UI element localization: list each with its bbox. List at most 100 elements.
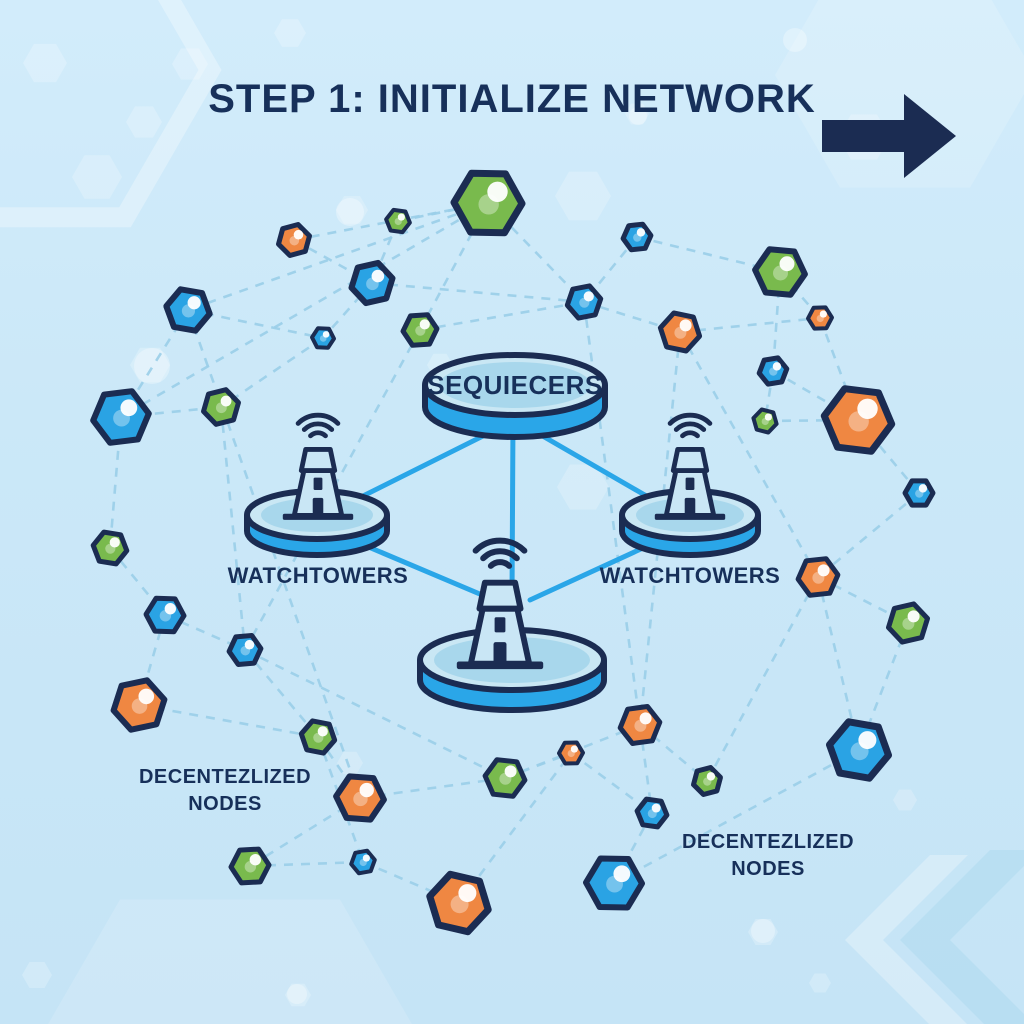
- tower-head: [298, 447, 338, 474]
- signal-arc: [295, 412, 341, 426]
- signal-arc: [667, 412, 713, 426]
- hexagon-node-icon: [826, 718, 892, 782]
- node-highlight-soft: [215, 402, 227, 414]
- solid-link: [349, 537, 497, 603]
- node-highlight: [362, 854, 370, 862]
- node-highlight: [293, 229, 304, 240]
- background-dot: [134, 348, 170, 384]
- node-highlight-soft: [902, 617, 915, 630]
- hexagon-node-icon: [349, 848, 377, 876]
- hexagon-node-icon: [820, 385, 896, 455]
- tower-door: [493, 642, 507, 664]
- platform-top-inner: [439, 362, 591, 408]
- background-hexagon: [48, 899, 412, 1024]
- background-chevron: [845, 855, 968, 1024]
- hexagon-node-icon: [564, 283, 604, 321]
- lighthouse-with-signal-icon: [456, 537, 544, 670]
- background-dot: [287, 984, 307, 1004]
- node-highlight-soft: [567, 749, 575, 758]
- dashed-link: [678, 331, 820, 578]
- node-highlight-soft: [647, 809, 657, 819]
- hexagon-node-icon: [348, 259, 396, 307]
- node-highlight-soft: [415, 325, 426, 336]
- hexagon-node-icon: [400, 312, 440, 348]
- dashed-link: [612, 812, 654, 884]
- background-hexagon: [337, 751, 363, 775]
- node-highlight-soft: [848, 411, 869, 432]
- dashed-link: [244, 649, 319, 738]
- hexagon-node-icon: [276, 222, 312, 258]
- dashed-link: [679, 316, 821, 334]
- node-highlight: [138, 688, 155, 705]
- node-highlight-soft: [240, 645, 251, 656]
- dashed-link: [817, 492, 920, 578]
- dashed-link: [705, 576, 820, 782]
- dashed-link: [220, 336, 324, 409]
- hexagon-node-icon: [298, 718, 338, 756]
- node-highlight-soft: [113, 409, 130, 427]
- node-highlight: [397, 213, 405, 221]
- hexagon-node-icon: [557, 740, 585, 766]
- background-hexagon: [274, 19, 306, 47]
- decentralized-left-line1: DECENTEZLIZED: [138, 766, 312, 788]
- node-highlight: [504, 765, 517, 778]
- node-highlight-soft: [319, 335, 327, 342]
- node-highlight-soft: [769, 367, 778, 376]
- background-dot: [336, 198, 364, 226]
- dashed-link: [316, 736, 365, 863]
- decentralized-right-line2: NODES: [731, 858, 805, 880]
- tower-head: [476, 579, 524, 612]
- node-highlight: [779, 256, 795, 272]
- hexagon-node-icon: [617, 704, 663, 746]
- node-highlight: [772, 362, 782, 371]
- node-highlight: [858, 731, 877, 750]
- node-highlight-soft: [289, 235, 300, 246]
- node-highlight: [857, 398, 878, 419]
- node-highlight-soft: [450, 895, 469, 914]
- node-highlight: [583, 291, 594, 302]
- node-highlight: [706, 772, 716, 781]
- signal-arc: [680, 430, 700, 439]
- background-hexagon: [555, 171, 611, 221]
- hexagon-node-icon: [333, 773, 387, 823]
- dashed-link: [138, 703, 319, 739]
- hexagon-node-icon: [751, 407, 779, 435]
- tower-window: [494, 617, 506, 633]
- background-hexagon: [893, 789, 917, 811]
- node-highlight-soft: [915, 489, 924, 498]
- platform-sequencers: [422, 352, 608, 440]
- node-highlight: [819, 310, 827, 318]
- node-highlight-soft: [674, 326, 687, 339]
- dashed-link: [244, 648, 506, 780]
- right-arrow-icon: [822, 94, 956, 178]
- dashed-link: [613, 748, 860, 885]
- background-hexagon: [72, 155, 122, 199]
- lighthouse-with-signal-icon: [654, 412, 726, 520]
- watchtower-icons: [282, 412, 726, 670]
- tower-window: [685, 477, 695, 490]
- node-highlight-soft: [499, 772, 512, 785]
- hexagon-node-icon: [634, 796, 670, 830]
- node-highlight-soft: [579, 297, 590, 308]
- node-highlight: [244, 639, 255, 650]
- background-hexagon: [285, 983, 311, 1007]
- hexagon-node-icon: [163, 286, 213, 334]
- signal-arc: [487, 559, 513, 569]
- platforms: [244, 352, 761, 713]
- hexagon-node-icon: [691, 765, 723, 797]
- hexagon-node-icon: [310, 326, 336, 350]
- next-step-arrow: [822, 94, 958, 178]
- node-highlight: [120, 399, 138, 417]
- dashed-link: [816, 576, 861, 751]
- background-hexagon: [625, 103, 649, 125]
- dashed-link: [371, 281, 585, 304]
- hexagon-node-icon: [752, 246, 808, 298]
- hexagon-node-icon: [384, 207, 412, 235]
- node-highlight: [419, 319, 430, 330]
- node-highlight: [487, 181, 508, 202]
- solid-link: [527, 539, 659, 603]
- node-highlight-soft: [353, 791, 368, 807]
- hexagon-node-icon: [795, 556, 841, 598]
- node-highlight-soft: [478, 194, 499, 215]
